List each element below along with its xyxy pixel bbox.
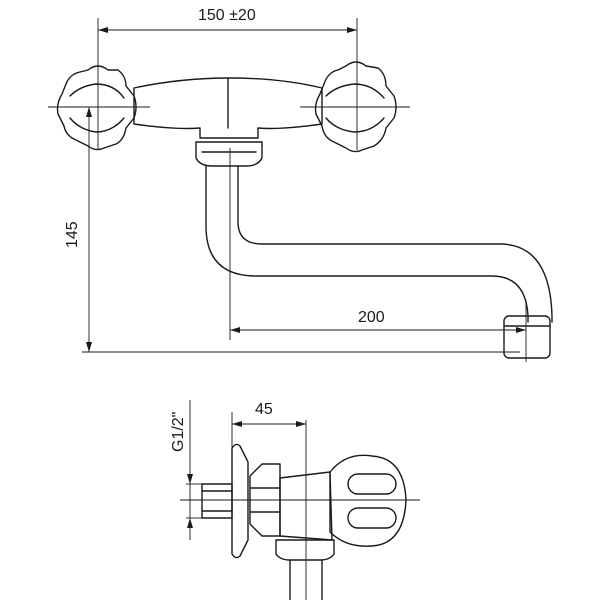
right-star-handle — [314, 61, 397, 153]
side-handle-knob — [329, 454, 407, 547]
wall-flange — [231, 443, 249, 559]
dim-arrow-thread-top — [187, 474, 193, 484]
dim-arrow-right — [347, 27, 357, 33]
dim-text-height: 145 — [64, 221, 81, 248]
dim-arrow-thread-bottom — [187, 518, 193, 528]
side-elevation-view: 45 G1/2" — [170, 400, 420, 600]
dim-arrow-height-bottom — [86, 342, 92, 352]
lower-swivel-nut — [275, 539, 335, 561]
dim-arrow-height-top — [86, 107, 92, 117]
dim-arrow-depth-left — [232, 421, 242, 427]
dim-text-side-depth: 45 — [255, 401, 273, 418]
knob-slot-bottom — [347, 507, 397, 529]
dim-arrow-left — [98, 27, 108, 33]
front-elevation-view: 150 ±20 145 200 — [48, 7, 553, 362]
spout-pipe-outer — [205, 165, 529, 323]
left-handle-facet — [69, 83, 125, 133]
faucet-body — [133, 77, 323, 139]
right-handle-facet — [325, 83, 385, 133]
dim-arrow-depth-right — [296, 421, 306, 427]
spout-pipe-inner — [237, 165, 553, 323]
threaded-connector — [201, 483, 233, 519]
dim-text-thread: G1/2" — [170, 412, 187, 452]
dim-arrow-reach-left — [230, 327, 240, 333]
knob-slot-top — [347, 473, 397, 495]
left-star-handle — [56, 65, 137, 151]
dim-text-handle-spacing: 150 ±20 — [198, 7, 256, 24]
aerator — [503, 315, 551, 359]
dim-arrow-reach-right — [516, 327, 526, 333]
dim-text-spout-reach: 200 — [358, 309, 385, 326]
spout-swivel-nut — [195, 141, 263, 167]
